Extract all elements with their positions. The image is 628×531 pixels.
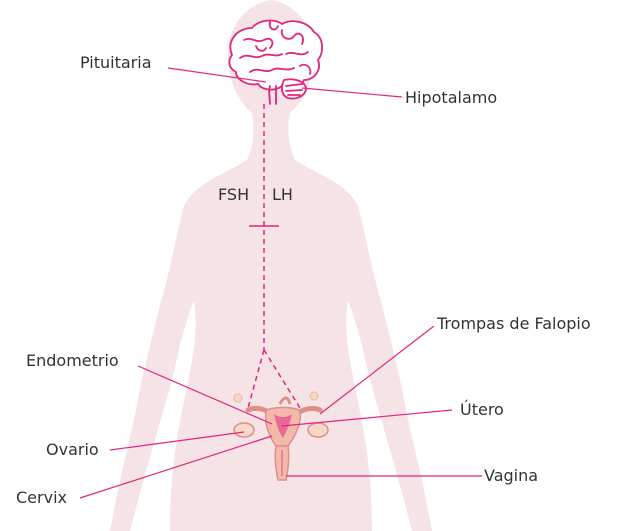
label-endometrio: Endometrio [26,352,119,370]
label-trompas: Trompas de Falopio [437,315,591,333]
label-lh: LH [272,186,293,204]
ovary-left [234,423,254,437]
label-pituitaria: Pituitaria [80,54,152,72]
label-cervix: Cervix [16,489,67,507]
label-ovario: Ovario [46,441,99,459]
label-fsh: FSH [218,186,249,204]
label-utero: Útero [460,401,504,419]
label-vagina: Vagina [484,467,538,485]
ovary-right [308,423,328,437]
label-hipotalamo: Hipotalamo [405,89,497,107]
